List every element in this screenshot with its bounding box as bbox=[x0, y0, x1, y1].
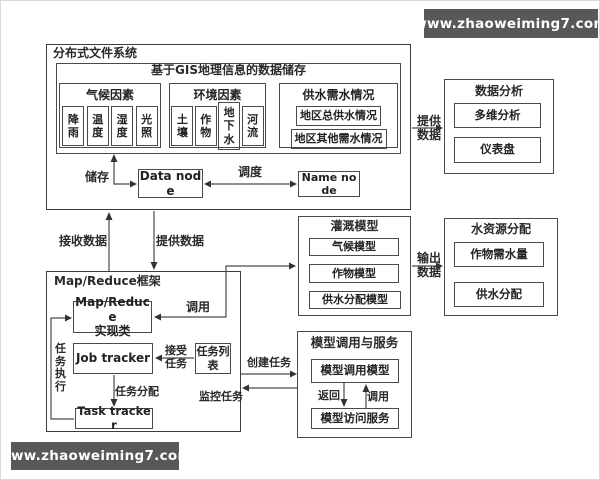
job-tracker-box: Job tracker bbox=[73, 343, 153, 374]
climate-factors-row: 降雨 温度 湿度 光照 bbox=[60, 103, 160, 149]
mapreduce-title: Map/Reduce框架 bbox=[54, 274, 161, 288]
water-supply-box: 供水需水情况 地区总供水情况 地区其他需水情况 bbox=[279, 83, 398, 149]
mapreduce-impl-box: Map/Reduce 实现类 bbox=[73, 295, 152, 338]
climate-factors-box: 气候因素 降雨 温度 湿度 光照 bbox=[59, 83, 161, 148]
analysis-title: 数据分析 bbox=[474, 84, 523, 98]
factor-humidity: 湿度 bbox=[111, 106, 134, 146]
climate-model-box: 气候模型 bbox=[309, 238, 399, 256]
watermark-bottom: www.zhaoweiming7.com bbox=[1, 442, 192, 470]
monitor-task-label: 监控任务 bbox=[199, 390, 243, 403]
factor-sunlight: 光照 bbox=[135, 106, 158, 146]
gis-storage-title: 基于GIS地理信息的数据储存 bbox=[151, 63, 306, 77]
dashboard-box: 仪表盘 bbox=[454, 137, 541, 163]
factor-rainfall: 降雨 bbox=[62, 106, 85, 146]
crop-model-box: 作物模型 bbox=[309, 264, 399, 283]
edge-monitor-task bbox=[242, 384, 297, 392]
region-total-supply: 地区总供水情况 bbox=[296, 106, 381, 126]
service-title: 模型调用与服务 bbox=[310, 335, 399, 350]
climate-factors-title: 气候因素 bbox=[85, 88, 134, 102]
factor-river: 河流 bbox=[241, 106, 264, 146]
environment-factors-title: 环境因素 bbox=[193, 88, 242, 102]
accept-task-label: 接受任务 bbox=[165, 344, 187, 370]
edge-create-task bbox=[241, 370, 297, 378]
schedule-label: 调度 bbox=[238, 165, 263, 179]
irrigation-title: 灌溉模型 bbox=[330, 219, 379, 233]
multidim-analysis-box: 多维分析 bbox=[454, 103, 541, 128]
allocation-title: 水资源分配 bbox=[470, 222, 531, 236]
mapreduce-impl-line2: 实现类 bbox=[94, 324, 131, 339]
mapreduce-impl-line1: Map/Reduce bbox=[75, 295, 150, 324]
mapreduce-frame bbox=[46, 271, 241, 432]
task-exec-label: 任务执行 bbox=[55, 342, 66, 393]
provide-data-label: 提供数据 bbox=[156, 234, 205, 248]
environment-factors-box: 环境因素 土壤 作物 地下水 河流 bbox=[169, 83, 266, 150]
factor-soil: 土壤 bbox=[171, 106, 194, 146]
task-tracker-box: Task tracker bbox=[75, 404, 153, 431]
invoke-service-label: 调用 bbox=[367, 390, 389, 403]
factor-temperature: 温度 bbox=[86, 106, 109, 146]
name-node-box: Name node bbox=[298, 171, 360, 197]
water-supply-rows: 地区总供水情况 地区其他需水情况 bbox=[280, 106, 397, 149]
output-data-label: 输出数据 bbox=[416, 251, 441, 279]
water-supply-alloc-box: 供水分配 bbox=[454, 282, 544, 307]
model-access-service-box: 模型访问服务 bbox=[311, 408, 399, 429]
invoke-label: 调用 bbox=[186, 300, 211, 314]
return-label: 返回 bbox=[318, 389, 340, 402]
create-task-label: 创建任务 bbox=[247, 356, 291, 369]
watermark-top: www.zhaoweiming7.com bbox=[414, 9, 599, 38]
store-label: 储存 bbox=[85, 170, 110, 184]
task-assign-label: 任务分配 bbox=[115, 385, 159, 398]
factor-crop: 作物 bbox=[194, 106, 217, 146]
provide-data-right-label: 提供数据 bbox=[416, 114, 441, 142]
dfs-title: 分布式文件系统 bbox=[53, 46, 138, 60]
data-node-box: Data node bbox=[138, 169, 203, 198]
water-supply-title: 供水需水情况 bbox=[302, 88, 375, 102]
region-other-demand: 地区其他需水情况 bbox=[290, 129, 387, 149]
supply-alloc-model-box: 供水分配模型 bbox=[309, 291, 401, 309]
dfs-box bbox=[46, 44, 411, 210]
model-invoke-model-box: 模型调用模型 bbox=[311, 359, 399, 383]
factor-groundwater: 地下水 bbox=[218, 102, 241, 150]
task-list-box: 任务列表 bbox=[195, 343, 231, 374]
environment-factors-row: 土壤 作物 地下水 河流 bbox=[170, 102, 265, 150]
receive-data-label: 接收数据 bbox=[59, 234, 108, 248]
crop-water-demand-box: 作物需水量 bbox=[454, 242, 544, 267]
